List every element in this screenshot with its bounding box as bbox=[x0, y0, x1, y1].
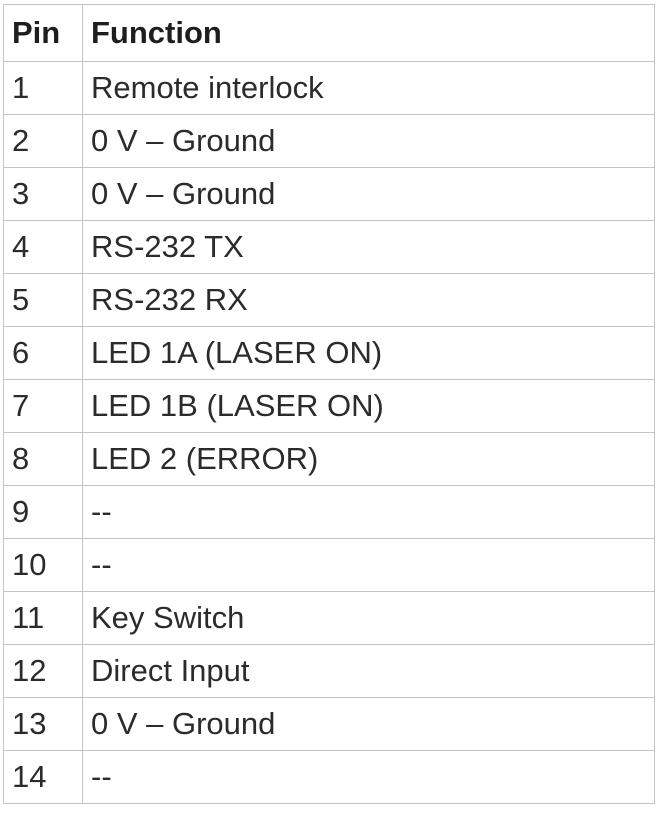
pin-number-cell: 8 bbox=[3, 432, 83, 486]
pin-number-cell: 6 bbox=[3, 326, 83, 380]
pin-number-cell: 12 bbox=[3, 644, 83, 698]
header-function: Function bbox=[82, 4, 655, 62]
pin-number-cell: 9 bbox=[3, 485, 83, 539]
pin-function-cell: -- bbox=[82, 538, 655, 592]
pin-number-cell: 14 bbox=[3, 750, 83, 804]
table-row: 10-- bbox=[3, 538, 655, 592]
pin-number-cell: 5 bbox=[3, 273, 83, 327]
table-row: 14-- bbox=[3, 750, 655, 804]
pin-number-cell: 4 bbox=[3, 220, 83, 274]
pin-function-cell: RS-232 TX bbox=[82, 220, 655, 274]
pin-number-cell: 13 bbox=[3, 697, 83, 751]
pin-number-cell: 11 bbox=[3, 591, 83, 645]
pin-function-cell: LED 1A (LASER ON) bbox=[82, 326, 655, 380]
table-header-row: Pin Function bbox=[3, 4, 655, 62]
pin-function-cell: LED 2 (ERROR) bbox=[82, 432, 655, 486]
pin-function-cell: Remote interlock bbox=[82, 61, 655, 115]
pin-function-cell: 0 V – Ground bbox=[82, 167, 655, 221]
pin-number-cell: 1 bbox=[3, 61, 83, 115]
pin-function-cell: LED 1B (LASER ON) bbox=[82, 379, 655, 433]
pin-function-cell: 0 V – Ground bbox=[82, 114, 655, 168]
pin-function-cell: 0 V – Ground bbox=[82, 697, 655, 751]
pin-function-cell: -- bbox=[82, 485, 655, 539]
pin-function-cell: -- bbox=[82, 750, 655, 804]
pin-number-cell: 2 bbox=[3, 114, 83, 168]
pin-function-cell: Direct Input bbox=[82, 644, 655, 698]
pin-number-cell: 10 bbox=[3, 538, 83, 592]
pin-function-cell: RS-232 RX bbox=[82, 273, 655, 327]
pin-number-cell: 7 bbox=[3, 379, 83, 433]
pin-function-cell: Key Switch bbox=[82, 591, 655, 645]
table-row: 9-- bbox=[3, 485, 655, 539]
pin-number-cell: 3 bbox=[3, 167, 83, 221]
header-pin: Pin bbox=[3, 4, 83, 62]
